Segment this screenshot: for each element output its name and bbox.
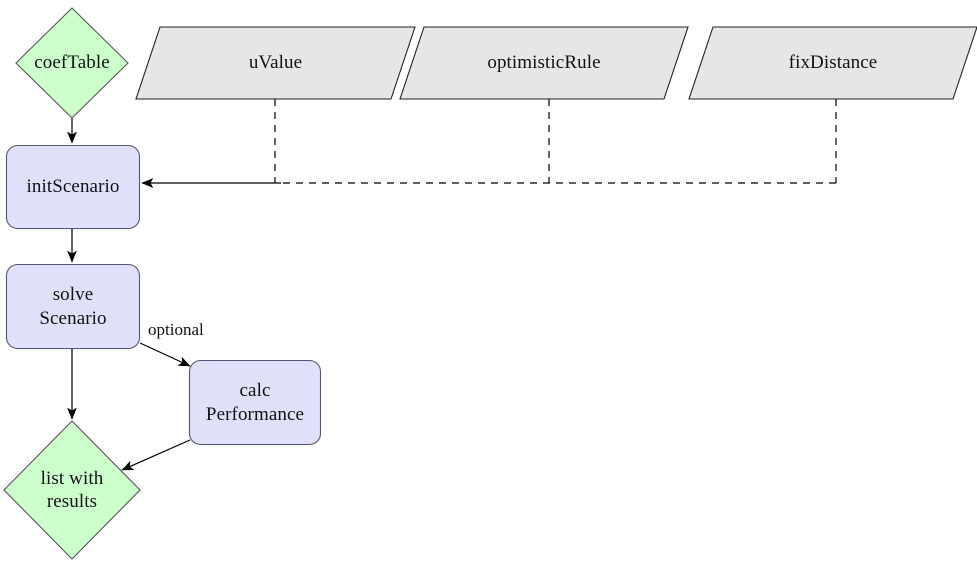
node-solvescenario-shape[interactable] [5,263,141,350]
node-listwithresults-shape[interactable] [3,420,141,560]
node-fixdistance-shape[interactable] [688,26,977,100]
node-coeftable-shape[interactable] [15,7,129,119]
node-optimisticrule-shape[interactable] [399,26,689,100]
node-calcperformance-shape[interactable] [188,359,322,446]
edge-calcperformance-listwithresults [121,439,191,471]
edge-solvescenario-calcperformance [139,342,191,367]
node-initscenario-shape[interactable] [5,144,141,230]
edge-label-optional: optional [148,320,204,339]
node-uvalue-shape[interactable] [135,26,416,100]
